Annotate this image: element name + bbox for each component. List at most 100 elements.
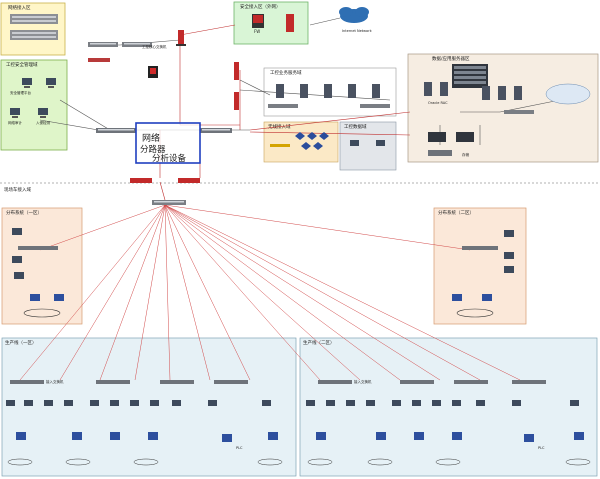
audit-label: 网络审计 [8, 120, 22, 125]
firewall-icon [130, 178, 152, 183]
fanout-links [19, 204, 521, 381]
zone-branch-1: 分布系统（一区） [1, 207, 83, 325]
svg-text:生产线（二区）: 生产线（二区） [303, 339, 335, 346]
firewall-icon [234, 92, 239, 110]
line-conveyors [7, 458, 591, 466]
line2-plcs [316, 432, 584, 442]
cloud-icon [545, 83, 591, 105]
security-mgmt-label: 安全管理平台 [10, 90, 31, 95]
switch-icon [360, 104, 390, 108]
zone-line-1: 生产线（一区） [1, 337, 297, 477]
zone-line-2: 生产线（二区） [299, 337, 598, 477]
plc-icon [482, 294, 492, 301]
workstation-icon [38, 108, 48, 118]
line2-workstations [306, 400, 579, 406]
svg-text:生产线（一区）: 生产线（一区） [5, 339, 37, 346]
firewall-icon [286, 14, 294, 32]
svg-text:工控业务服务域: 工控业务服务域 [270, 69, 302, 76]
core-switch-icon [200, 128, 232, 133]
server-icon [276, 84, 284, 98]
server-icon [348, 84, 356, 98]
conveyor-icon [456, 308, 494, 318]
wifi-ap-icon [301, 142, 311, 150]
plc-icon [30, 294, 40, 301]
wifi-ap-icon [319, 132, 329, 140]
switch-icon [122, 42, 152, 47]
access-switch-row-1 [10, 380, 248, 384]
server-icon [300, 84, 308, 98]
svg-text:工控安全管理域: 工控安全管理域 [6, 61, 38, 68]
access-switch-icon [18, 246, 58, 250]
svg-text:安全接入区（外网）: 安全接入区（外网） [240, 3, 281, 10]
server-icon [324, 84, 332, 98]
core-switch-label: 工控核心交换机 [142, 44, 167, 49]
workstation-icon [504, 252, 514, 259]
wifi-ap-icon [313, 142, 323, 150]
access-switch-row-2 [318, 380, 546, 384]
wifi-ap-icon [307, 132, 317, 140]
server-icon [498, 86, 506, 100]
storage-label: 存储 [462, 152, 470, 157]
server-rack-icon [452, 64, 488, 88]
firewall-icon [234, 62, 239, 80]
svg-text:分布系统（一区）: 分布系统（一区） [6, 209, 42, 216]
switch-icon [88, 58, 110, 62]
field-access-label: 现场车接入域 [4, 186, 31, 193]
switch-label-2: 接入交换机 [354, 379, 372, 384]
workstation-icon [14, 272, 24, 279]
firewall-icon [178, 178, 200, 183]
conveyor-icon [23, 308, 61, 318]
svg-text:网络接入区: 网络接入区 [8, 4, 31, 11]
aggregation-switch-icon [152, 200, 186, 205]
server-icon [514, 86, 522, 100]
server-icon [440, 82, 448, 96]
switch-icon [504, 110, 534, 114]
zone-security-dmz: 安全接入区（外网） [233, 1, 309, 45]
server-icon [482, 86, 490, 100]
wifi-ap-icon [295, 132, 305, 140]
zone-data-center: 数据/应用服务器区 [407, 53, 599, 163]
plc-icon [54, 294, 64, 301]
workstation-icon [504, 230, 514, 237]
workstation-icon [12, 256, 22, 263]
svg-text:分路器: 分路器 [140, 144, 166, 155]
storage-icon [428, 132, 446, 142]
switch-label-1: 接入交换机 [46, 379, 64, 384]
zone-work-domain: 工控数据域 [339, 121, 397, 171]
workstation-icon [504, 266, 514, 273]
workstation-icon [22, 78, 32, 88]
storage-icon [456, 132, 474, 142]
switch-icon [270, 144, 290, 147]
svg-text:Internet Network: Internet Network [342, 29, 373, 33]
svg-text:分布系统（二区）: 分布系统（二区） [438, 209, 474, 216]
zone-internet-access: 网络接入区 [0, 2, 66, 56]
core-switch-icon [96, 128, 136, 133]
network-tap-highlight: 网络 分路器 分析设备 [135, 122, 201, 164]
plc-icon [452, 294, 462, 301]
line1-workstations [6, 400, 271, 406]
workstation-icon [12, 228, 22, 235]
ids-label: 入侵检测 [36, 120, 50, 125]
firewall-icon [176, 30, 186, 46]
switch-icon [88, 42, 118, 47]
workstation-icon [350, 140, 359, 146]
server-icon [424, 82, 432, 96]
svg-text:分析设备: 分析设备 [152, 153, 187, 164]
server-icon [372, 84, 380, 98]
svg-text:网络: 网络 [142, 132, 160, 144]
svg-text:数据/应用服务器区: 数据/应用服务器区 [432, 55, 470, 62]
firewall-icon [148, 66, 158, 78]
svg-text:FW: FW [254, 29, 260, 34]
fw-icon: FW [252, 14, 264, 34]
zone-wireless: 无线接入域 [263, 121, 339, 163]
line1-plcs [16, 432, 278, 442]
internet-cloud-icon: Internet Network [339, 7, 373, 33]
switch-icon [268, 104, 298, 108]
access-switch-icon [462, 246, 498, 250]
plc-label-1: PLC [236, 446, 243, 450]
storage-icon [428, 150, 452, 156]
plc-label-2: PLC [538, 446, 545, 450]
workstation-icon [46, 78, 56, 88]
oracle-label: Oracle RAC [428, 101, 448, 105]
